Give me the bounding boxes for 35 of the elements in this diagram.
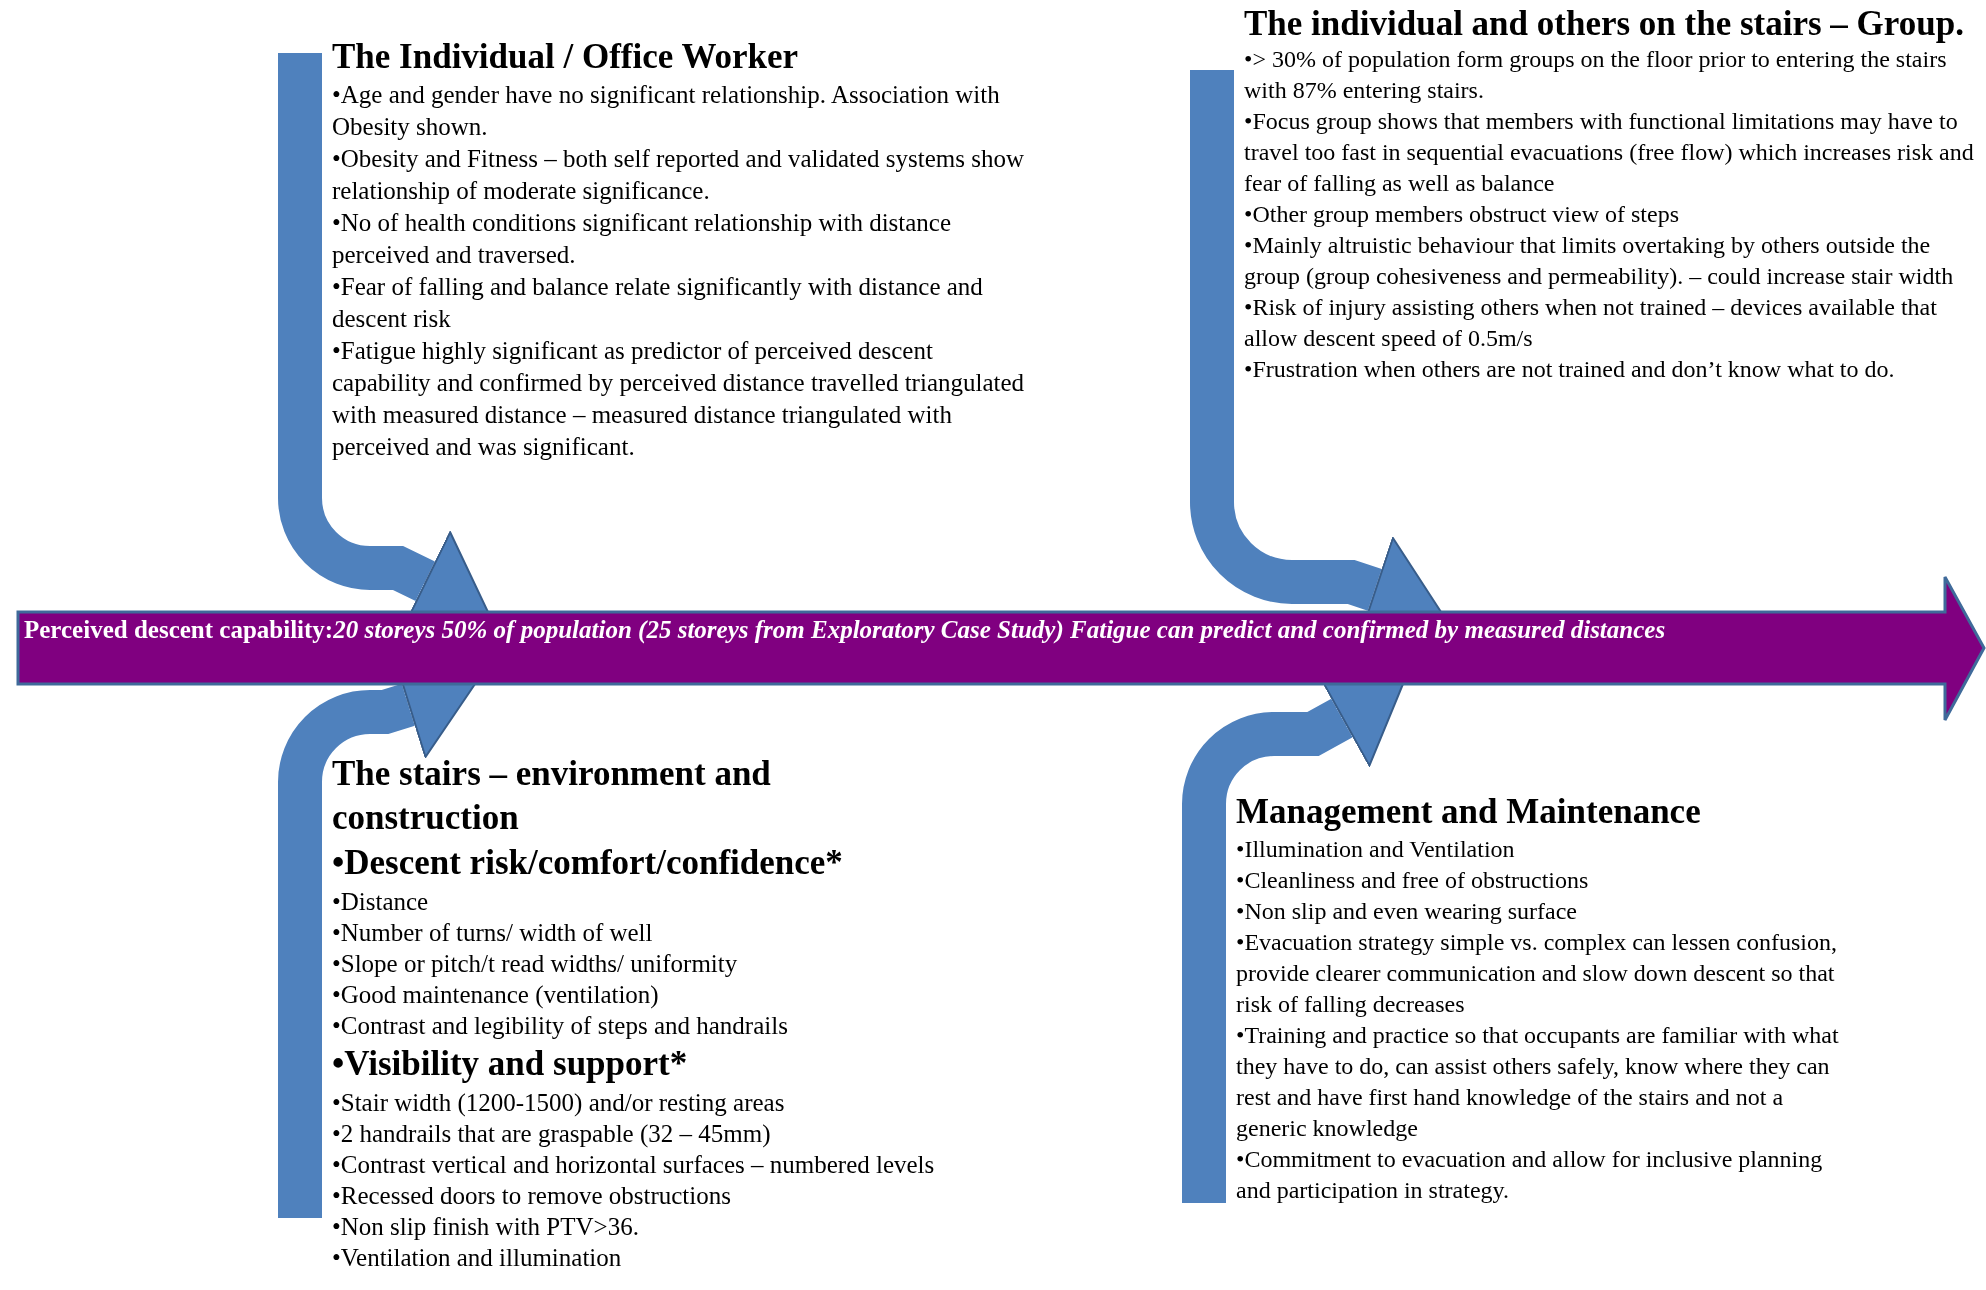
bullet-text: •Obesity and Fitness – both self reported and validated systems show relationship of moderate significance. — [332, 144, 1025, 206]
bullet-text: •Fatigue highly significant as predictor of perceived descent capability and confirmed by perceived distance travelled triangulated with measured distance – measured distance triangulated with perceived and was significant. — [332, 336, 1026, 462]
bullet-text: •Cleanliness and free of obstructions — [1236, 866, 1590, 895]
bullet-text: •Contrast vertical and horizontal surfaces – numbered levels — [332, 1150, 936, 1180]
band-text: Perceived descent capability:20 storeys 50% of population (25 storeys from Exploratory Case Study) Fatigue can predict and confirmed by measured distances — [24, 615, 1667, 646]
bullet-text: •Commitment to evacuation and allow for inclusive planning and participation in strategy. — [1236, 1145, 1824, 1205]
bullet-text: •2 handrails that are graspable (32 – 45mm) — [332, 1119, 772, 1149]
bullet-text: •Ventilation and illumination — [332, 1243, 623, 1273]
bullet-text: •No of health conditions significant relationship with distance perceived and traversed. — [332, 208, 953, 270]
bullet-text: •Risk of injury assisting others when not trained – devices available that allow descent speed of 0.5m/s — [1244, 293, 1938, 353]
bullet-text: •Distance — [332, 887, 430, 917]
bullet-text: •Stair width (1200-1500) and/or resting areas — [332, 1088, 786, 1118]
subheading: •Visibility and support* — [332, 1043, 689, 1085]
bullet-text: •Non slip finish with PTV>36. — [332, 1212, 640, 1242]
bullet-text: •Illumination and Ventilation — [1236, 835, 1516, 864]
bullet-text: •Age and gender have no significant relationship. Association with Obesity shown. — [332, 80, 1001, 142]
bullet-text: •Focus group shows that members with functional limitations may have to travel too fast in sequential evacuations (free flow) which increases risk and fear of falling as well as balance — [1244, 107, 1975, 198]
bullet-text: •Frustration when others are not trained and don’t know what to do. — [1244, 355, 1896, 384]
bullet-text: •> 30% of population form groups on the floor prior to entering the stairs with 87% entering stairs. — [1244, 45, 1948, 105]
bullet-text: •Non slip and even wearing surface — [1236, 897, 1578, 926]
bullet-text: •Recessed doors to remove obstructions — [332, 1181, 732, 1211]
bullet-text: •Slope or pitch/t read widths/ uniformity — [332, 949, 739, 979]
heading: The stairs – environment and construction — [332, 753, 772, 839]
subheading: •Descent risk/comfort/confidence* — [332, 842, 844, 884]
bullet-text: •Other group members obstruct view of steps — [1244, 200, 1680, 229]
heading: The individual and others on the stairs – Group. — [1244, 4, 1965, 44]
bullet-text: •Contrast and legibility of steps and handrails — [332, 1011, 789, 1041]
bullet-text: •Number of turns/ width of well — [332, 918, 654, 948]
bullet-text: •Mainly altruistic behaviour that limits overtaking by others outside the group (group cohesiveness and permeability). – could increase stair width — [1244, 231, 1955, 291]
heading: Management and Maintenance — [1236, 791, 1702, 833]
bullet-text: •Evacuation strategy simple vs. complex can lessen confusion, provide clearer communication and slow down descent so that risk of falling decreases — [1236, 928, 1838, 1019]
heading: The Individual / Office Worker — [332, 36, 800, 78]
bullet-text: •Fear of falling and balance relate significantly with distance and descent risk — [332, 272, 984, 334]
bullet-text: •Good maintenance (ventilation) — [332, 980, 660, 1010]
bullet-text: •Training and practice so that occupants are familiar with what they have to do, can assist others safely, know where they can rest and have first hand knowledge of the stairs and not a generic knowledge — [1236, 1021, 1840, 1143]
